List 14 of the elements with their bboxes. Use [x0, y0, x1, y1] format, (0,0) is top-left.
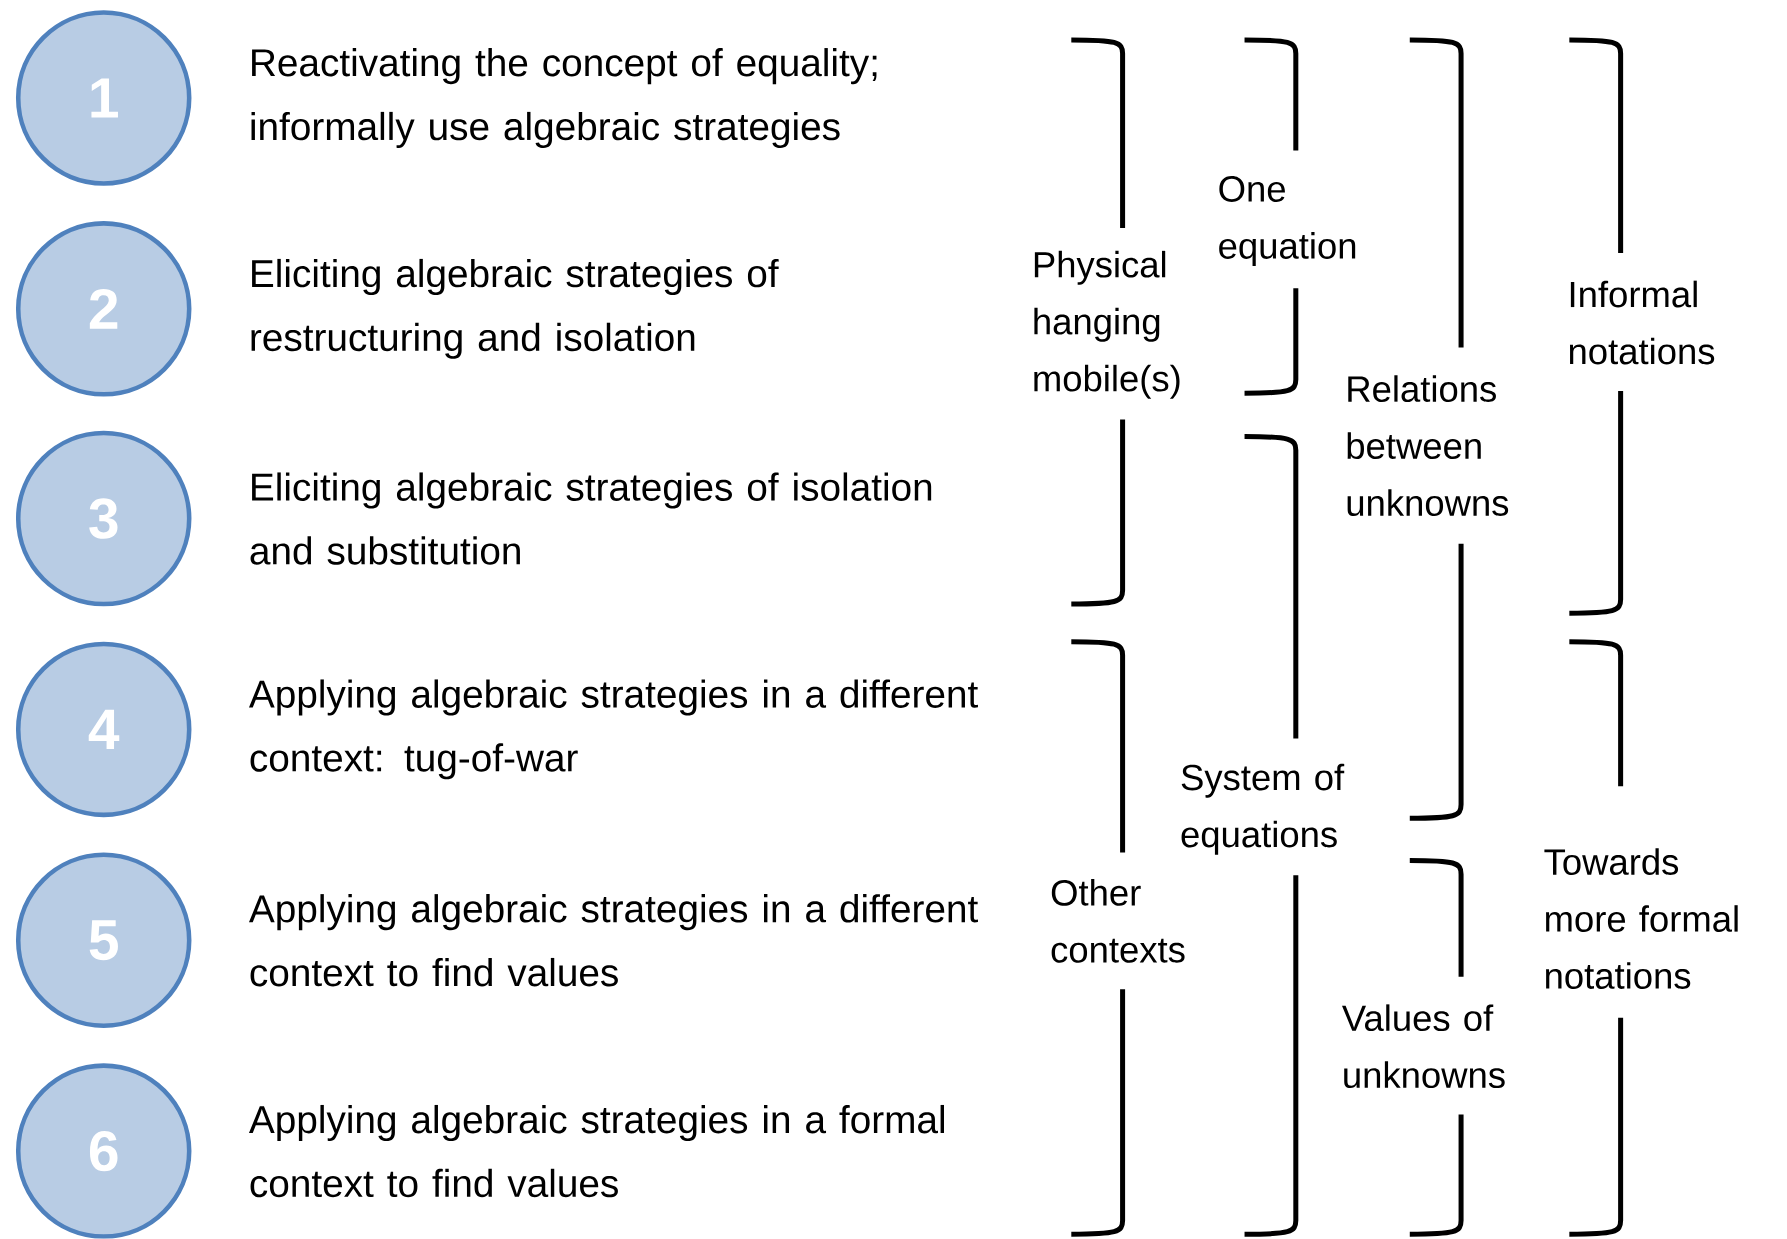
bracket-label: Towards more formal notations: [1544, 848, 1738, 990]
bracket-label: System of equations: [1181, 763, 1345, 855]
bracket-label: Other contexts: [1051, 879, 1185, 963]
step-description: Applying algebraic strategies in a formal context to find values: [249, 1105, 944, 1198]
bracket-label: Relations between unknowns: [1347, 375, 1509, 517]
bracket-label: Values of unknowns: [1342, 1004, 1505, 1089]
step-description: Reactivating the concept of equality; informally use algebraic strategies: [251, 48, 877, 149]
bracket-label: Informal notations: [1569, 280, 1715, 365]
step-description: Eliciting algebraic strategies of isolation and substitution: [250, 472, 932, 565]
step-description: Applying algebraic strategies in a different context to find values: [249, 894, 978, 987]
step-description: Applying algebraic strategies in a different context: tug-of-war: [249, 679, 978, 780]
bracket-label: Physical hanging mobile(s): [1034, 250, 1180, 399]
step-description: Eliciting algebraic strategies of restructuring and isolation: [251, 259, 779, 359]
bracket-label: One equation: [1219, 176, 1356, 267]
